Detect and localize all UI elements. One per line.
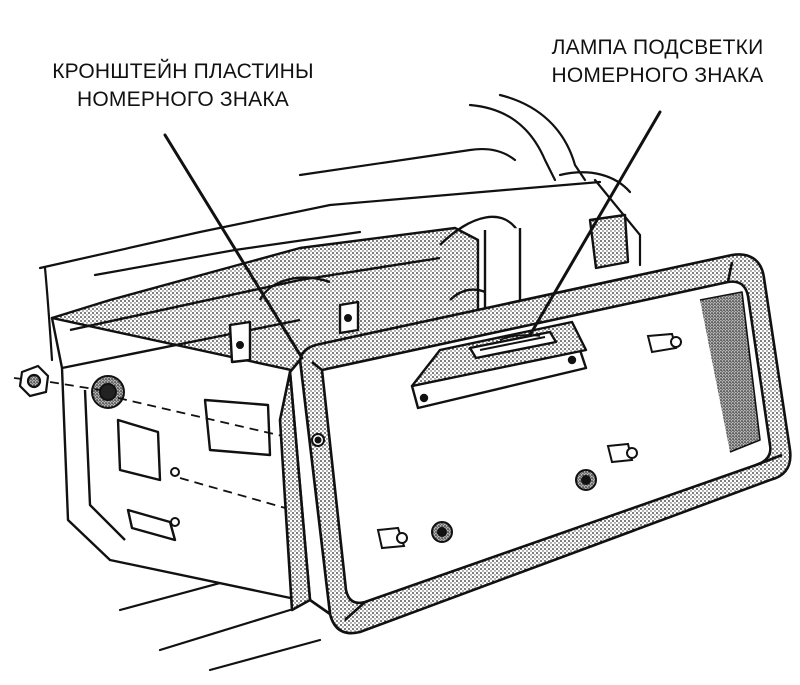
- label-plate-lamp-line2: НОМЕРНОГО ЗНАКА: [551, 64, 764, 87]
- label-plate-lamp-line1: ЛАМПА ПОДСВЕТКИ: [551, 36, 764, 59]
- housing-hardware: [91, 314, 352, 527]
- label-plate-lamp: ЛАМПА ПОДСВЕТКИ НОМЕРНОГО ЗНАКА: [520, 34, 795, 90]
- mounting-nut: [18, 364, 50, 398]
- label-plate-bracket: КРОНШТЕЙН ПЛАСТИНЫ НОМЕРНОГО ЗНАКА: [18, 58, 348, 114]
- license-lamp-housing: [410, 320, 588, 410]
- leader-lines: [163, 110, 662, 360]
- label-plate-bracket-line1: КРОНШТЕЙН ПЛАСТИНЫ: [52, 60, 314, 83]
- plate-screws: [311, 332, 682, 550]
- label-plate-bracket-line2: НОМЕРНОГО ЗНАКА: [77, 88, 289, 111]
